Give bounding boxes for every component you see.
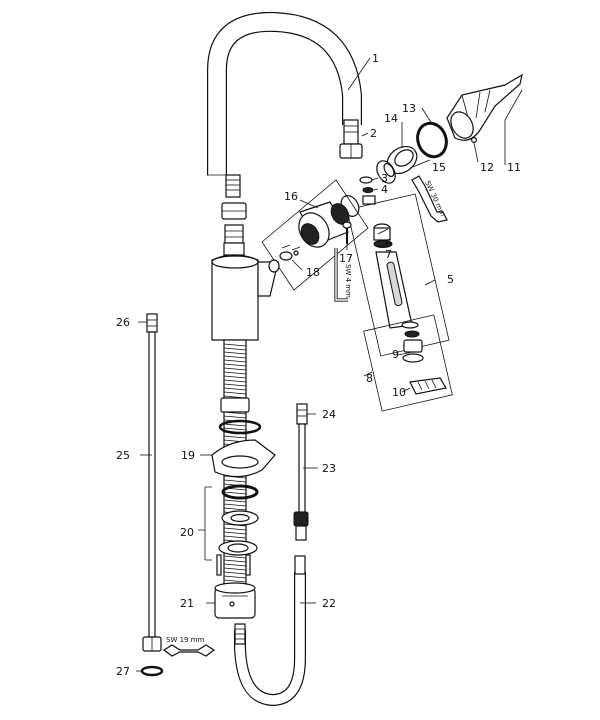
spout-connector-part-2 bbox=[339, 119, 363, 159]
callout-27: 27 bbox=[116, 665, 130, 678]
frame-part-16 bbox=[261, 179, 369, 291]
callout-20: 20 bbox=[180, 526, 194, 539]
o-ring-parts-3-4 bbox=[359, 176, 376, 205]
callout-4: 4 bbox=[381, 183, 388, 196]
callout-3: 3 bbox=[381, 172, 388, 185]
hose-weight-part-21 bbox=[214, 582, 256, 619]
callout-16: 16 bbox=[284, 190, 298, 203]
handle-part-11 bbox=[446, 73, 523, 144]
callout-5: 5 bbox=[447, 273, 454, 286]
washers-part-20 bbox=[216, 484, 259, 576]
faucet-body bbox=[211, 242, 280, 341]
callout-19: 19 bbox=[181, 449, 195, 462]
callout-8: 8 bbox=[366, 372, 373, 385]
callout-23: 23 bbox=[322, 462, 336, 475]
callout-11: 11 bbox=[507, 161, 521, 174]
mounting-plate-part-19 bbox=[211, 419, 276, 478]
pull-out-hose-part-22 bbox=[234, 555, 306, 707]
cap-ring-parts-13-15 bbox=[376, 121, 448, 184]
washer-part-18 bbox=[279, 244, 301, 261]
callout-25: 25 bbox=[116, 449, 130, 462]
callout-10: 10 bbox=[392, 386, 406, 399]
callout-2: 2 bbox=[370, 127, 377, 140]
callout-12: 12 bbox=[480, 161, 494, 174]
callout-6: 6 bbox=[385, 237, 392, 250]
callout-9: 9 bbox=[392, 348, 399, 361]
wrench-sw30-icon bbox=[411, 175, 448, 223]
hex-key-sw4-label: SW 4 mm bbox=[344, 264, 352, 298]
spout-lower-threads bbox=[221, 174, 247, 244]
wrench-sw19-icon bbox=[162, 644, 216, 657]
callout-15: 15 bbox=[432, 161, 446, 174]
spray-parts-8-10 bbox=[401, 321, 447, 395]
callout-26: 26 bbox=[116, 316, 130, 329]
cartridge-part-16 bbox=[298, 195, 360, 248]
callout-1: 1 bbox=[372, 52, 379, 65]
callout-7: 7 bbox=[385, 248, 392, 261]
callout-21: 21 bbox=[180, 597, 194, 610]
spray-head-parts-5-7 bbox=[373, 223, 413, 329]
callout-14: 14 bbox=[384, 112, 398, 125]
callout-17: 17 bbox=[339, 252, 353, 265]
spout-arc bbox=[207, 11, 362, 176]
seal-part-27 bbox=[140, 665, 164, 677]
hex-key-sw4-icon bbox=[334, 248, 348, 302]
screw-part-17 bbox=[342, 221, 352, 244]
supply-hose-parts-23-24 bbox=[293, 403, 309, 541]
wrench-sw19-label: SW 19 mm bbox=[166, 636, 205, 644]
callout-13: 13 bbox=[402, 102, 416, 115]
callout-24: 24 bbox=[322, 408, 336, 421]
callout-18: 18 bbox=[306, 266, 320, 279]
callout-22: 22 bbox=[322, 597, 336, 610]
supply-line-parts-25-26 bbox=[142, 313, 162, 652]
frame-part-8 bbox=[363, 314, 453, 412]
leader-lines bbox=[136, 57, 523, 672]
